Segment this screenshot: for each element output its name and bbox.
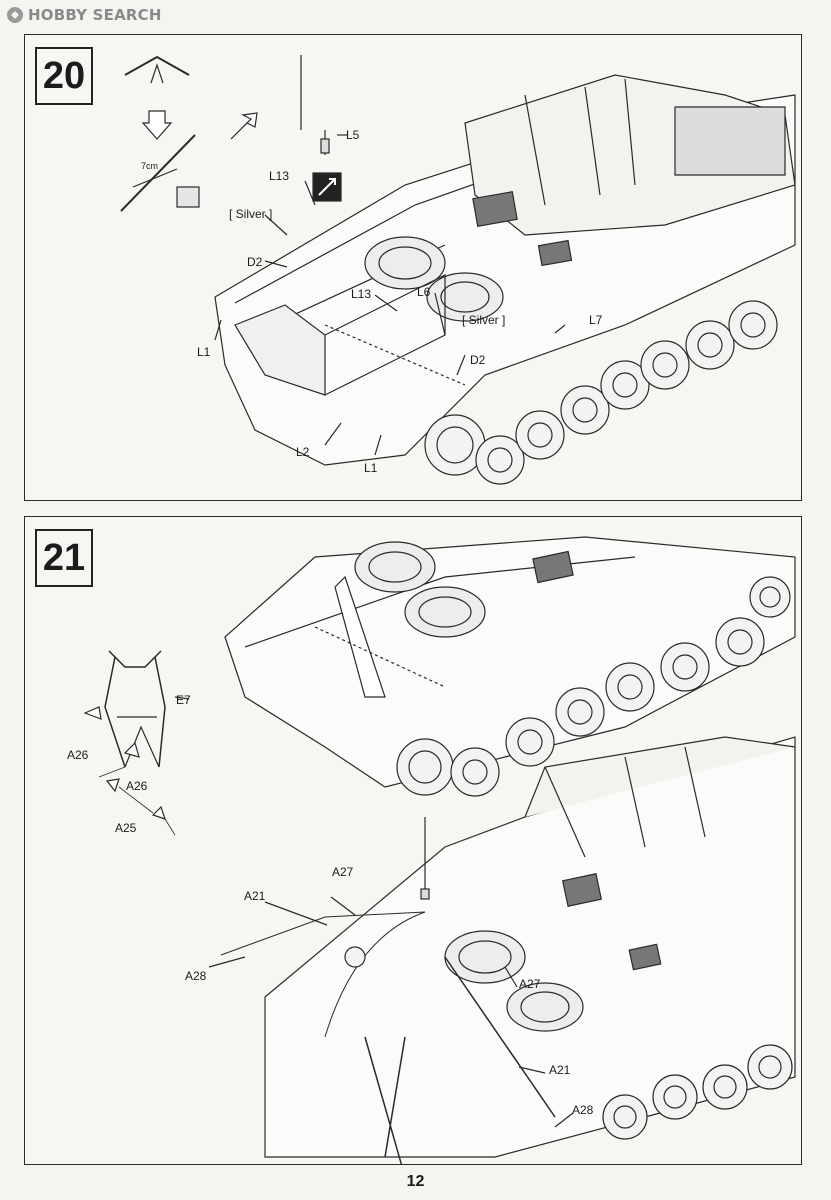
part-label-a25: A25 bbox=[115, 821, 137, 835]
watermark-text: HOBBY SEARCH bbox=[28, 6, 162, 24]
part-label-l6: L6 bbox=[417, 285, 431, 299]
step-20-panel: 20 7cm L5 L13 [ Silver ] D2 L13 L6 [ Sil… bbox=[24, 34, 802, 501]
page-number: 12 bbox=[406, 1173, 425, 1190]
part-label-a27: A27 bbox=[332, 865, 354, 879]
part-label-l13: L13 bbox=[269, 169, 290, 183]
paint-note-silver: [ Silver ] bbox=[462, 313, 506, 327]
part-label-d2: D2 bbox=[247, 255, 263, 269]
part-label-l13: L13 bbox=[351, 287, 372, 301]
part-label-l5: L5 bbox=[346, 128, 360, 142]
part-label-l1: L1 bbox=[197, 345, 211, 359]
part-label-l2: L2 bbox=[296, 445, 310, 459]
step-number: 21 bbox=[35, 529, 93, 587]
step-21-illustration bbox=[83, 536, 796, 1164]
part-label-a28: A28 bbox=[572, 1103, 594, 1117]
part-label-l1: L1 bbox=[364, 461, 378, 475]
part-label-d2: D2 bbox=[470, 353, 486, 367]
part-label-l7: L7 bbox=[589, 313, 603, 327]
step-21-panel: 21 E7 A26 A26 A25 A27 A21 A28 A27 A21 A2… bbox=[24, 516, 802, 1165]
part-label-a26: A26 bbox=[67, 748, 89, 762]
distance-note: 7cm bbox=[141, 161, 159, 171]
paint-note-silver: [ Silver ] bbox=[229, 207, 273, 221]
part-label-e7: E7 bbox=[176, 693, 191, 707]
watermark: HOBBY SEARCH bbox=[6, 4, 162, 26]
part-label-a27: A27 bbox=[519, 977, 541, 991]
step-20-illustration bbox=[120, 55, 796, 485]
part-label-a26: A26 bbox=[126, 779, 148, 793]
part-label-a28: A28 bbox=[185, 969, 207, 983]
step-number: 20 bbox=[35, 47, 93, 105]
hobby-search-logo-icon bbox=[7, 7, 23, 23]
part-label-a21: A21 bbox=[244, 889, 266, 903]
part-label-a21: A21 bbox=[549, 1063, 571, 1077]
